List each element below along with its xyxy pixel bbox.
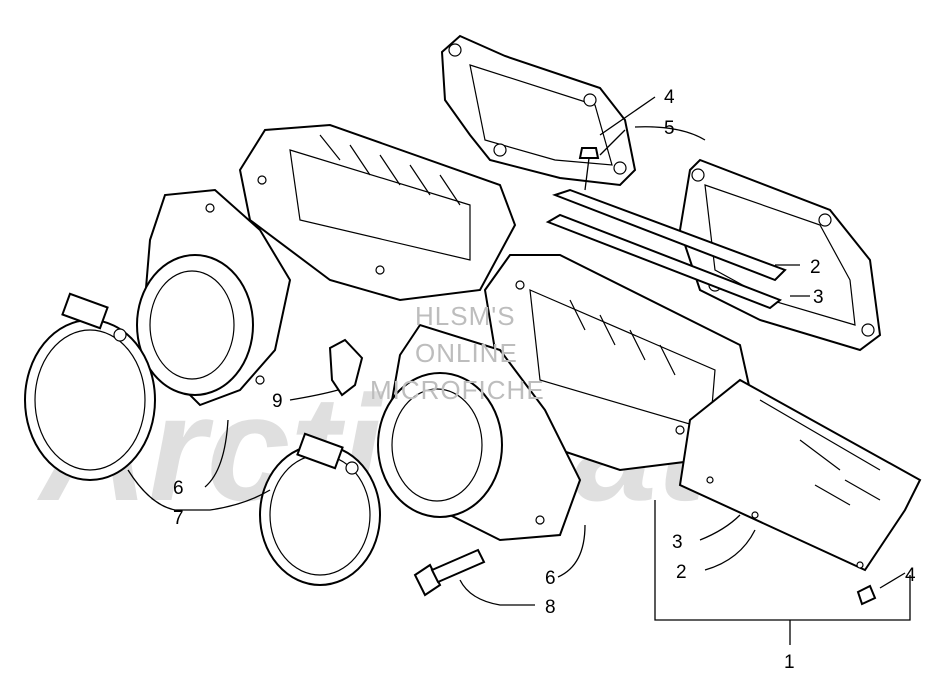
watermark-line-3: MICROFICHE bbox=[370, 375, 545, 405]
reed-plates-upper bbox=[545, 188, 787, 310]
callout-4-lower: 4 bbox=[905, 565, 916, 586]
text-watermark: HLSM'S ONLINE MICROFICHE bbox=[370, 301, 545, 405]
bolt bbox=[413, 548, 486, 597]
callout-8: 8 bbox=[545, 597, 556, 618]
callout-4-upper: 4 bbox=[664, 87, 675, 108]
callouts: 4 5 2 3 3 2 4 1 6 6 7 8 9 bbox=[173, 87, 916, 673]
callout-3-lower: 3 bbox=[672, 532, 683, 553]
watermark-line-1: HLSM'S bbox=[415, 301, 516, 331]
hose-clamp-left bbox=[24, 292, 156, 481]
flange-boot-left bbox=[136, 188, 292, 407]
callout-6-left: 6 bbox=[173, 478, 184, 499]
callout-2-lower: 2 bbox=[676, 562, 687, 583]
callout-3-upper: 3 bbox=[813, 287, 824, 308]
flange-boot-right bbox=[377, 323, 582, 542]
callout-7: 7 bbox=[173, 508, 184, 529]
callout-9: 9 bbox=[272, 391, 283, 412]
leader-lines bbox=[127, 96, 911, 645]
gasket-upper bbox=[440, 34, 637, 187]
callout-1: 1 bbox=[784, 652, 795, 673]
callout-6-right: 6 bbox=[545, 568, 556, 589]
watermark-line-2: ONLINE bbox=[415, 338, 518, 368]
reed-cage-left bbox=[238, 123, 517, 302]
screw-lower bbox=[856, 584, 877, 606]
callout-5: 5 bbox=[664, 118, 675, 139]
reed-plate-assembly bbox=[678, 378, 922, 572]
callout-2-upper: 2 bbox=[810, 257, 821, 278]
hose-clip bbox=[328, 338, 364, 397]
screw-upper bbox=[578, 147, 600, 191]
hose-clamp-right bbox=[259, 432, 381, 586]
gasket-right bbox=[678, 158, 882, 352]
